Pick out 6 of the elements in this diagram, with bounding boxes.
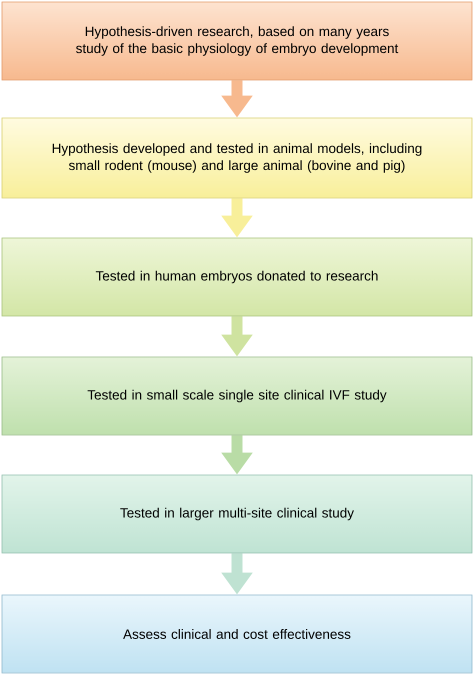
process-box: Tested in small scale single site clinical IVF study: [2, 356, 472, 436]
process-box: Hypothesis developed and tested in animal models, including small rodent (mouse) and large animal (bovine and pig): [2, 118, 472, 198]
process-box: Assess clinical and cost effectiveness: [2, 594, 472, 674]
process-box: Hypothesis-driven research, based on many years study of the basic physiology of embryo development: [2, 2, 472, 80]
process-box: Tested in larger multi-site clinical study: [2, 474, 472, 554]
process-box: Tested in human embryos donated to research: [2, 238, 472, 316]
